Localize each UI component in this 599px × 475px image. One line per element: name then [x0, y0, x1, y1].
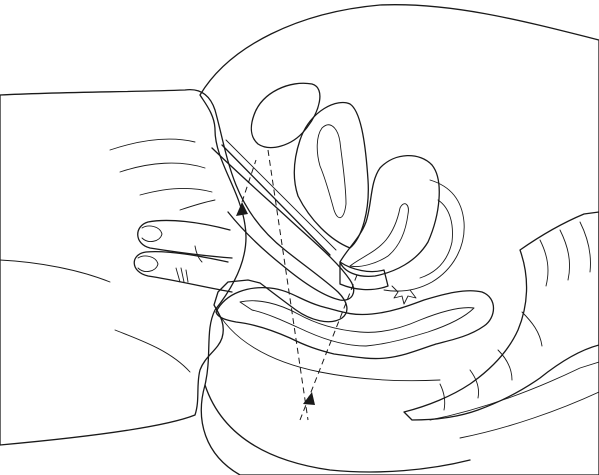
urethra-wall — [226, 140, 336, 250]
vertebra-5 — [498, 350, 512, 380]
sacrum-outline — [404, 212, 599, 420]
hand-crease-4 — [180, 200, 215, 210]
hand-crease-2 — [120, 163, 205, 172]
arrowhead-upper — [236, 202, 248, 216]
cervix-detail — [392, 286, 416, 304]
hand-crease-5 — [176, 268, 188, 282]
vertebra-4 — [522, 312, 542, 346]
fingernail-upper — [142, 226, 162, 241]
perineum-arc — [214, 305, 440, 381]
bladder — [294, 103, 368, 249]
hand-crease-1 — [110, 139, 195, 150]
body-silhouette — [200, 5, 599, 475]
rectum — [216, 288, 494, 359]
wrist-line — [0, 260, 110, 282]
peritoneum-inner — [420, 200, 452, 278]
vertebra-7 — [440, 384, 445, 410]
fingernail-lower — [138, 256, 158, 271]
examiner-hand — [0, 90, 347, 445]
lower-back-fold-2 — [460, 392, 599, 438]
index-finger — [212, 148, 354, 300]
hand-crease-3 — [140, 188, 212, 195]
vertebra-6 — [470, 370, 479, 398]
bladder-lumen — [317, 125, 346, 218]
pubic-bone — [251, 83, 320, 147]
uterus — [340, 156, 439, 277]
vertebra-3 — [580, 222, 591, 272]
rectum-lumen — [240, 301, 474, 346]
axis-dashed-line — [268, 150, 308, 420]
buttock-curve — [205, 385, 470, 472]
vertebra-1 — [540, 240, 548, 286]
arrow-upper-shaft — [242, 160, 256, 202]
lower-back-fold — [430, 362, 599, 420]
vertebra-2 — [560, 230, 570, 280]
palm-line — [115, 330, 190, 372]
